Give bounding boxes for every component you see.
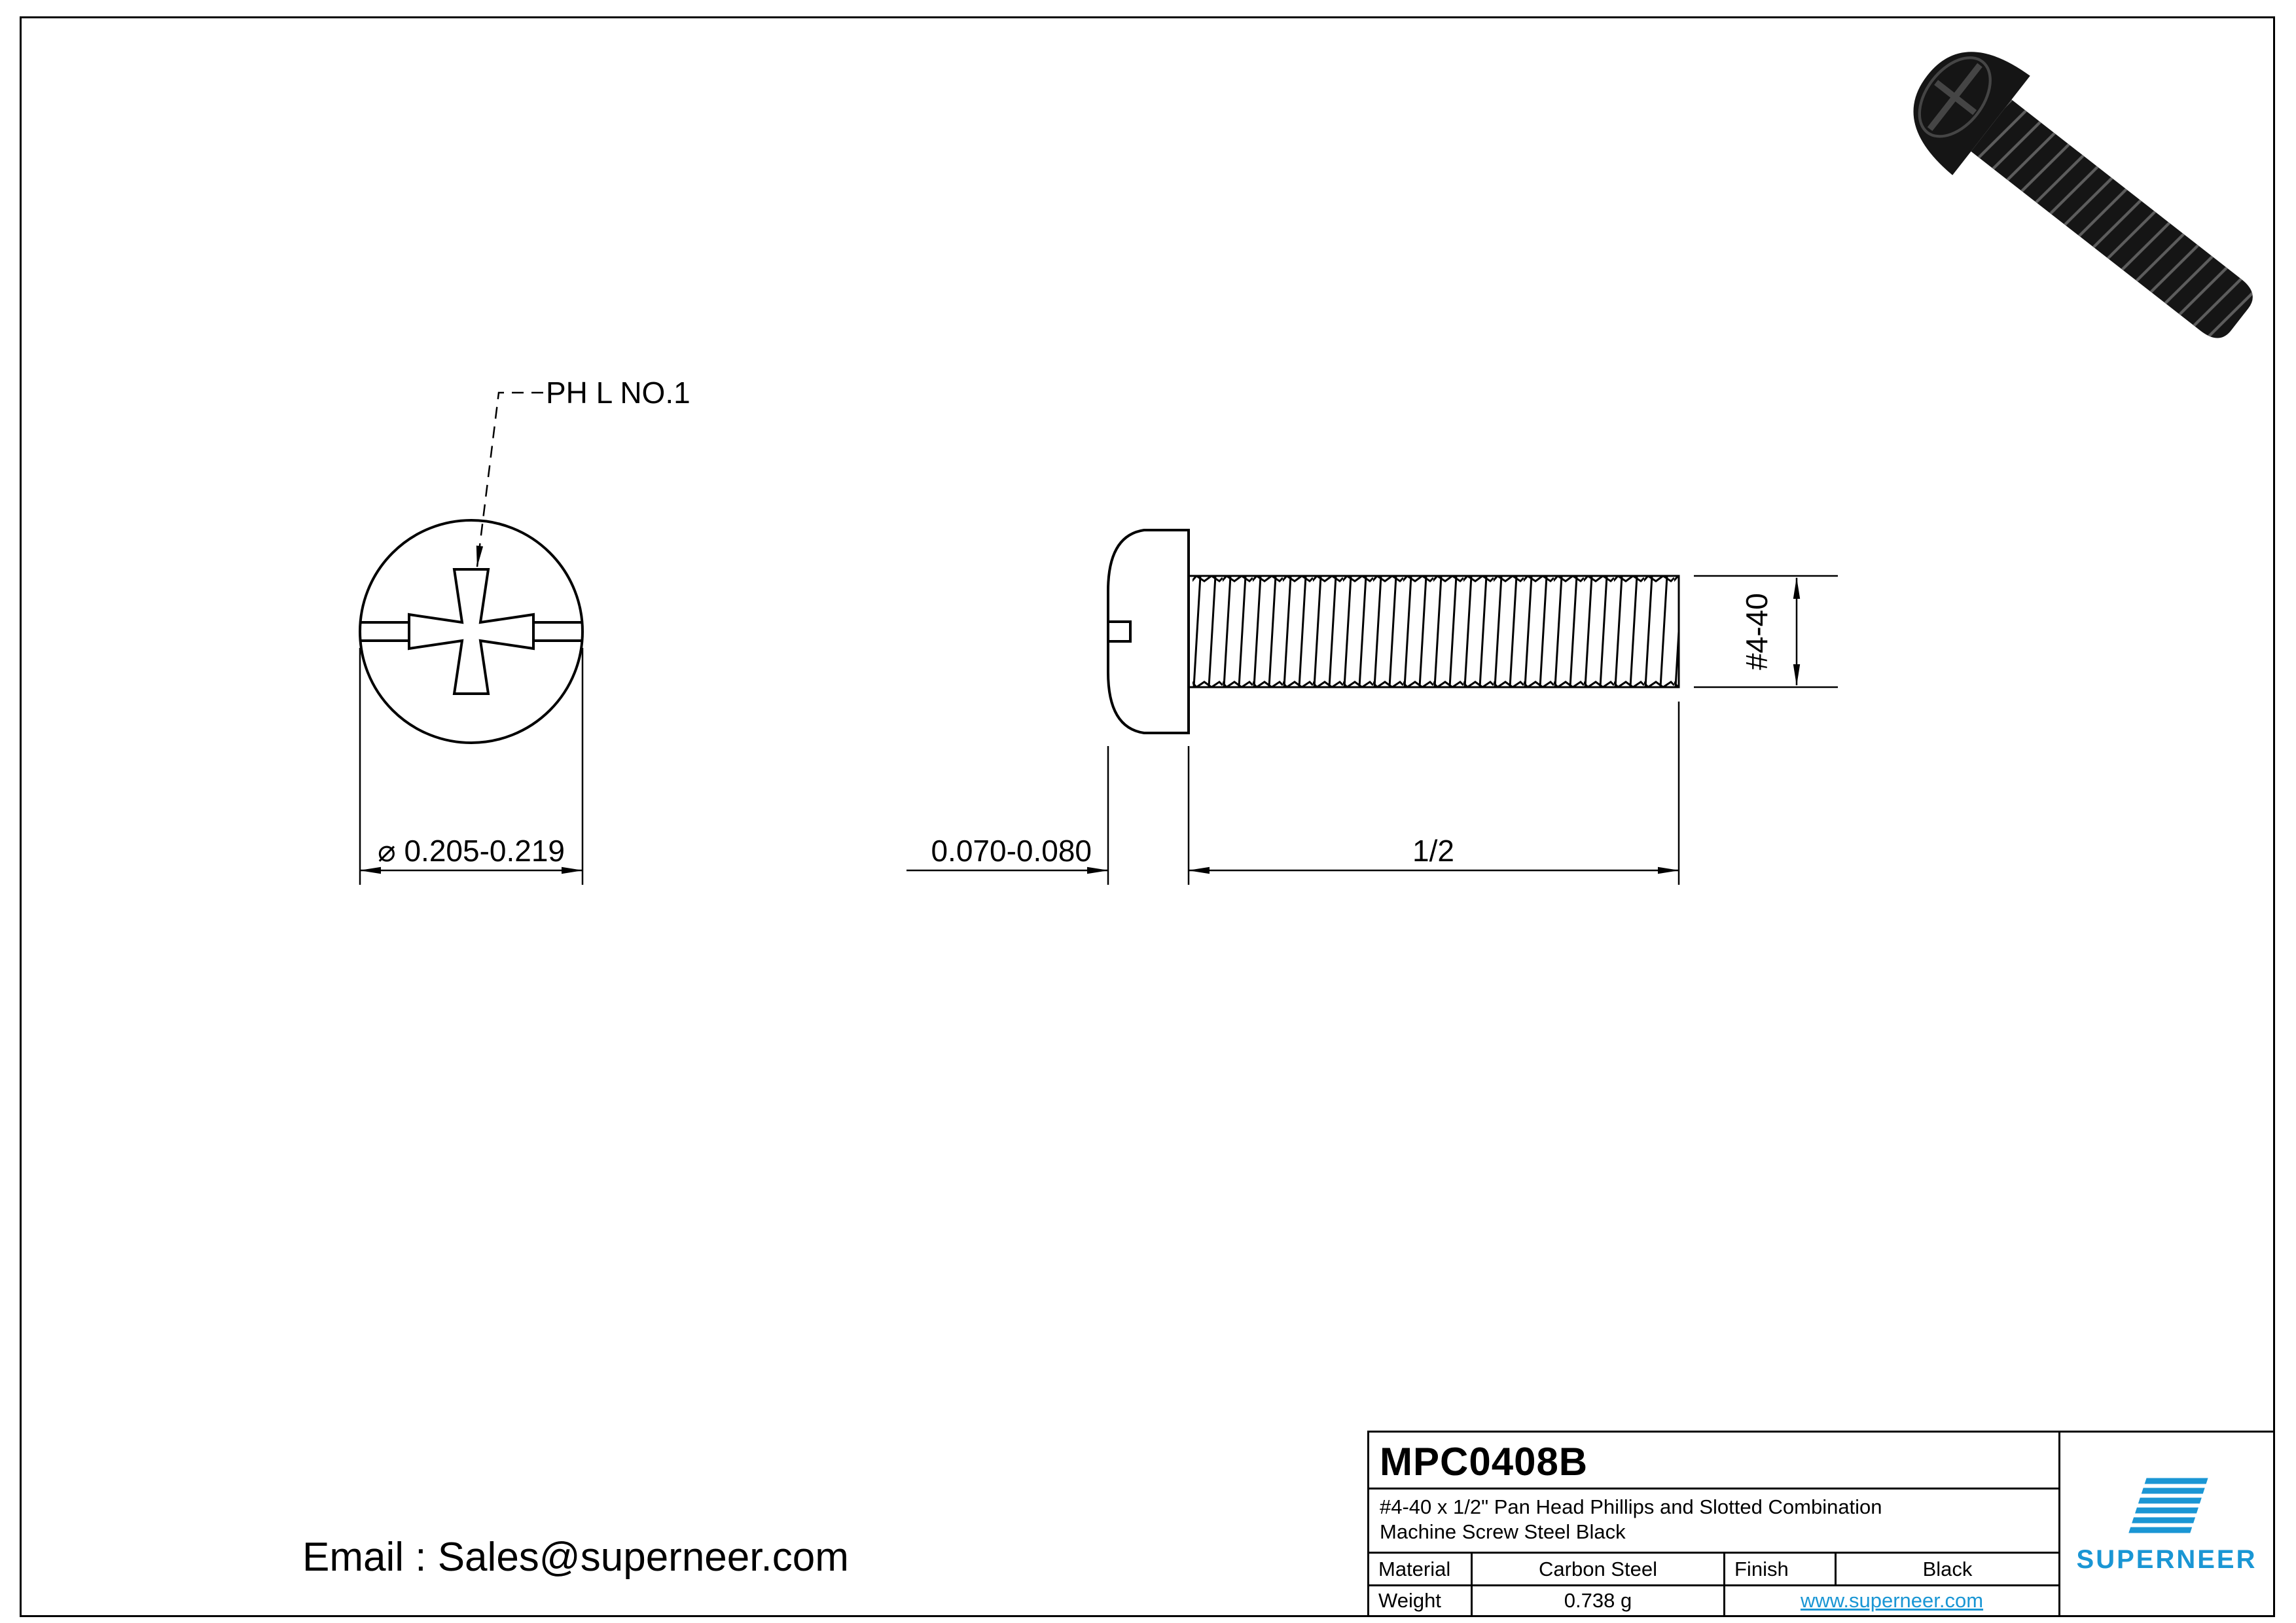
screw-head-profile [1107,529,1190,734]
screw-3d-image [1913,52,2260,346]
phillips-recess [408,568,535,695]
thread-size-dimension-text: #4-40 [1740,593,1774,670]
email-text: Email : Sales@superneer.com [302,1535,849,1580]
screw-thread-texture [1193,576,1679,687]
phillips-label: PH L NO.1 [546,376,691,410]
weight-website-row: Weight 0.738 g www.superneer.com [1369,1584,2058,1615]
material-label: Material [1369,1554,1473,1584]
brand-name: SUPERNEER [2076,1545,2257,1574]
finish-label: Finish [1725,1554,1837,1584]
head-diameter-dimension-text: ⌀ 0.205-0.219 [378,834,565,868]
front-view: PH L NO.1 ⌀ 0.205-0.219 [359,376,691,885]
material-value: Carbon Steel [1473,1554,1725,1584]
weight-label: Weight [1369,1586,1473,1615]
screw-shaft-outline [1187,575,1680,688]
head-height-dimension-text: 0.070-0.080 [931,834,1092,868]
page-border [20,16,2275,1617]
screw-3d-phillips-cross [1927,63,1982,132]
title-block: MPC0408B #4-40 x 1/2" Pan Head Phillips … [1367,1431,2275,1617]
screw-3d-head-face [1918,56,1992,138]
weight-value: 0.738 g [1473,1586,1725,1615]
finish-value: Black [1922,1557,1973,1580]
side-view: 0.070-0.080 1/2 #4-40 [906,529,1838,885]
screw-3d-thread-lines [1971,99,2260,346]
website-link[interactable]: www.superneer.com [1800,1589,1984,1612]
brand-panel: SUPERNEER [2060,1433,2273,1615]
part-description: #4-40 x 1/2" Pan Head Phillips and Slott… [1369,1488,2058,1554]
title-block-main: MPC0408B #4-40 x 1/2" Pan Head Phillips … [1369,1433,2060,1615]
website-cell: www.superneer.com [1725,1586,2058,1615]
part-number: MPC0408B [1380,1440,1588,1484]
slot-drive-lines [361,621,582,642]
length-dimension-text: 1/2 [1412,834,1454,868]
material-finish-row: Material Carbon Steel Finish Black [1369,1554,2058,1584]
phillips-leader-line [476,391,543,567]
brand-logo-icon [2128,1478,2208,1533]
screw-head-outline [359,519,584,744]
screw-slot-notch [1108,620,1132,643]
